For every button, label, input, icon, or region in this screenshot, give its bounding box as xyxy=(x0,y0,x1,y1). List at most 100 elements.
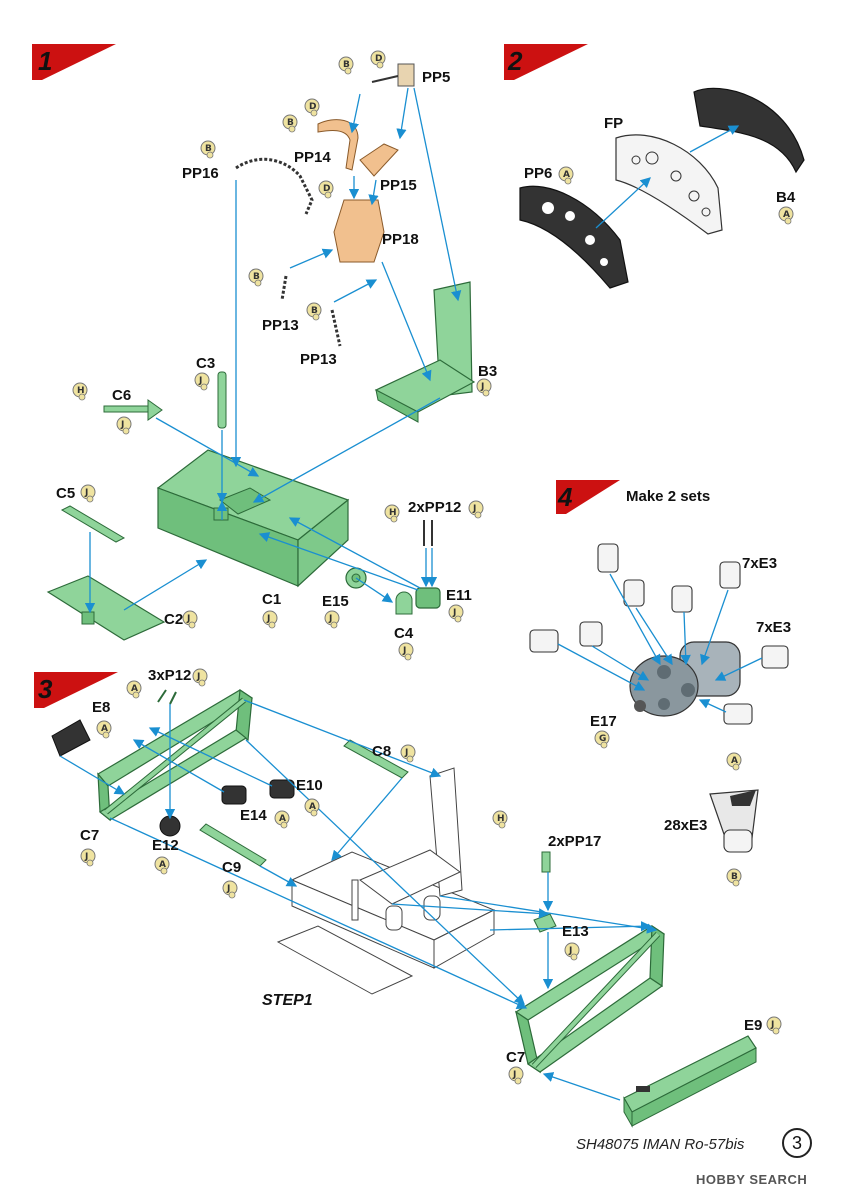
chain-pp16 xyxy=(235,157,314,215)
label-e3-bot: 28xE3 xyxy=(664,817,708,834)
svg-text:J: J xyxy=(328,614,332,624)
watermark: HOBBY SEARCH xyxy=(696,1172,808,1187)
svg-text:B: B xyxy=(731,872,738,882)
svg-text:J: J xyxy=(404,748,408,758)
svg-text:A: A xyxy=(279,814,286,824)
label-e11: E11 xyxy=(446,587,472,604)
label-e10: E10 xyxy=(296,777,323,794)
svg-text:A: A xyxy=(131,684,138,694)
label-c8: C8 xyxy=(372,743,392,760)
label-e9: E9 xyxy=(744,1017,763,1034)
svg-text:J: J xyxy=(568,946,572,956)
strap-pp15 xyxy=(359,143,399,177)
harness-pp18 xyxy=(333,199,385,263)
step-number-3: 3 xyxy=(38,674,53,704)
svg-text:J: J xyxy=(402,646,406,656)
label-p12: 3xP12 xyxy=(148,667,192,684)
label-pp18: PP18 xyxy=(382,231,419,248)
step-number-1: 1 xyxy=(38,46,53,76)
step4-note: Make 2 sets xyxy=(626,488,711,505)
svg-text:A: A xyxy=(783,210,790,220)
part-e11 xyxy=(415,587,441,609)
chain-pp13-a xyxy=(280,275,288,301)
part-e10 xyxy=(269,779,295,799)
wheel-e12 xyxy=(159,815,181,837)
label-e14: E14 xyxy=(240,807,267,824)
bulkhead-b4 xyxy=(693,87,805,174)
svg-text:J: J xyxy=(196,672,200,682)
frame-c7-right xyxy=(514,924,666,1074)
label-pp15: PP15 xyxy=(380,177,417,194)
step-flag-2 xyxy=(504,44,588,80)
label-e13: E13 xyxy=(562,923,589,940)
step-flag-1 xyxy=(32,44,116,80)
chain-pp13-b xyxy=(330,309,342,347)
step-flag-3 xyxy=(34,672,118,708)
step-flag-4 xyxy=(556,480,620,514)
label-pp6: PP6 xyxy=(524,165,553,182)
step1-caption: STEP1 xyxy=(262,992,313,1009)
label-pp13-b: PP13 xyxy=(300,351,337,368)
label-c1: C1 xyxy=(262,591,282,608)
stack-e3-detail xyxy=(709,789,759,853)
label-c9: C9 xyxy=(222,859,242,876)
label-e8: E8 xyxy=(92,699,111,716)
label-b4: B4 xyxy=(776,189,796,206)
svg-text:J: J xyxy=(480,382,484,392)
frame-c7-left xyxy=(97,688,254,822)
svg-text:D: D xyxy=(323,184,330,194)
svg-text:A: A xyxy=(309,802,316,812)
svg-text:D: D xyxy=(309,102,316,112)
step3-arrows xyxy=(59,699,658,1101)
svg-text:B: B xyxy=(253,272,260,282)
label-pp16: PP16 xyxy=(182,165,219,182)
seat-base-c1 xyxy=(156,449,350,588)
svg-text:G: G xyxy=(599,734,606,744)
svg-text:H: H xyxy=(389,508,397,518)
svg-text:J: J xyxy=(198,376,202,386)
page-number: 3 xyxy=(782,1128,812,1158)
svg-text:B: B xyxy=(311,306,318,316)
svg-text:J: J xyxy=(266,614,270,624)
svg-text:B: B xyxy=(343,60,350,70)
step1-arrows xyxy=(84,87,462,614)
label-c3: C3 xyxy=(196,355,216,372)
strap-pp14 xyxy=(317,119,359,171)
label-e3-mid: 7xE3 xyxy=(756,619,792,636)
svg-text:A: A xyxy=(159,860,166,870)
svg-text:J: J xyxy=(472,504,476,514)
label-c2: C2 xyxy=(164,611,184,628)
svg-text:J: J xyxy=(120,420,124,430)
svg-text:J: J xyxy=(770,1020,774,1030)
svg-text:D: D xyxy=(375,54,382,64)
label-e15: E15 xyxy=(322,593,349,610)
part-e14 xyxy=(221,785,247,805)
svg-text:A: A xyxy=(563,170,570,180)
step1-assembly xyxy=(276,767,496,995)
label-c5: C5 xyxy=(56,485,76,502)
svg-text:B: B xyxy=(205,144,212,154)
svg-text:B: B xyxy=(287,118,294,128)
step2-arrows xyxy=(595,125,740,229)
svg-text:J: J xyxy=(226,884,230,894)
plate-c2 xyxy=(46,575,166,641)
rods-pp12 xyxy=(423,520,433,546)
label-c7-left: C7 xyxy=(80,827,100,844)
label-pp12: 2xPP12 xyxy=(408,499,462,516)
rod-c9 xyxy=(199,823,267,867)
label-c7-right: C7 xyxy=(506,1049,526,1066)
board-e9 xyxy=(623,1035,757,1128)
panel-pp6 xyxy=(519,185,629,289)
label-pp17: 2xPP17 xyxy=(548,833,602,850)
part-c4 xyxy=(395,591,413,615)
svg-text:J: J xyxy=(452,608,456,618)
svg-text:J: J xyxy=(84,852,88,862)
step4-arrows xyxy=(557,573,763,713)
label-e12: E12 xyxy=(152,837,179,854)
stacks-e3 xyxy=(529,543,789,725)
svg-text:J: J xyxy=(512,1070,516,1080)
label-e17: E17 xyxy=(590,713,617,730)
label-c6: C6 xyxy=(112,387,132,404)
instrument-panel-fp xyxy=(615,134,723,235)
